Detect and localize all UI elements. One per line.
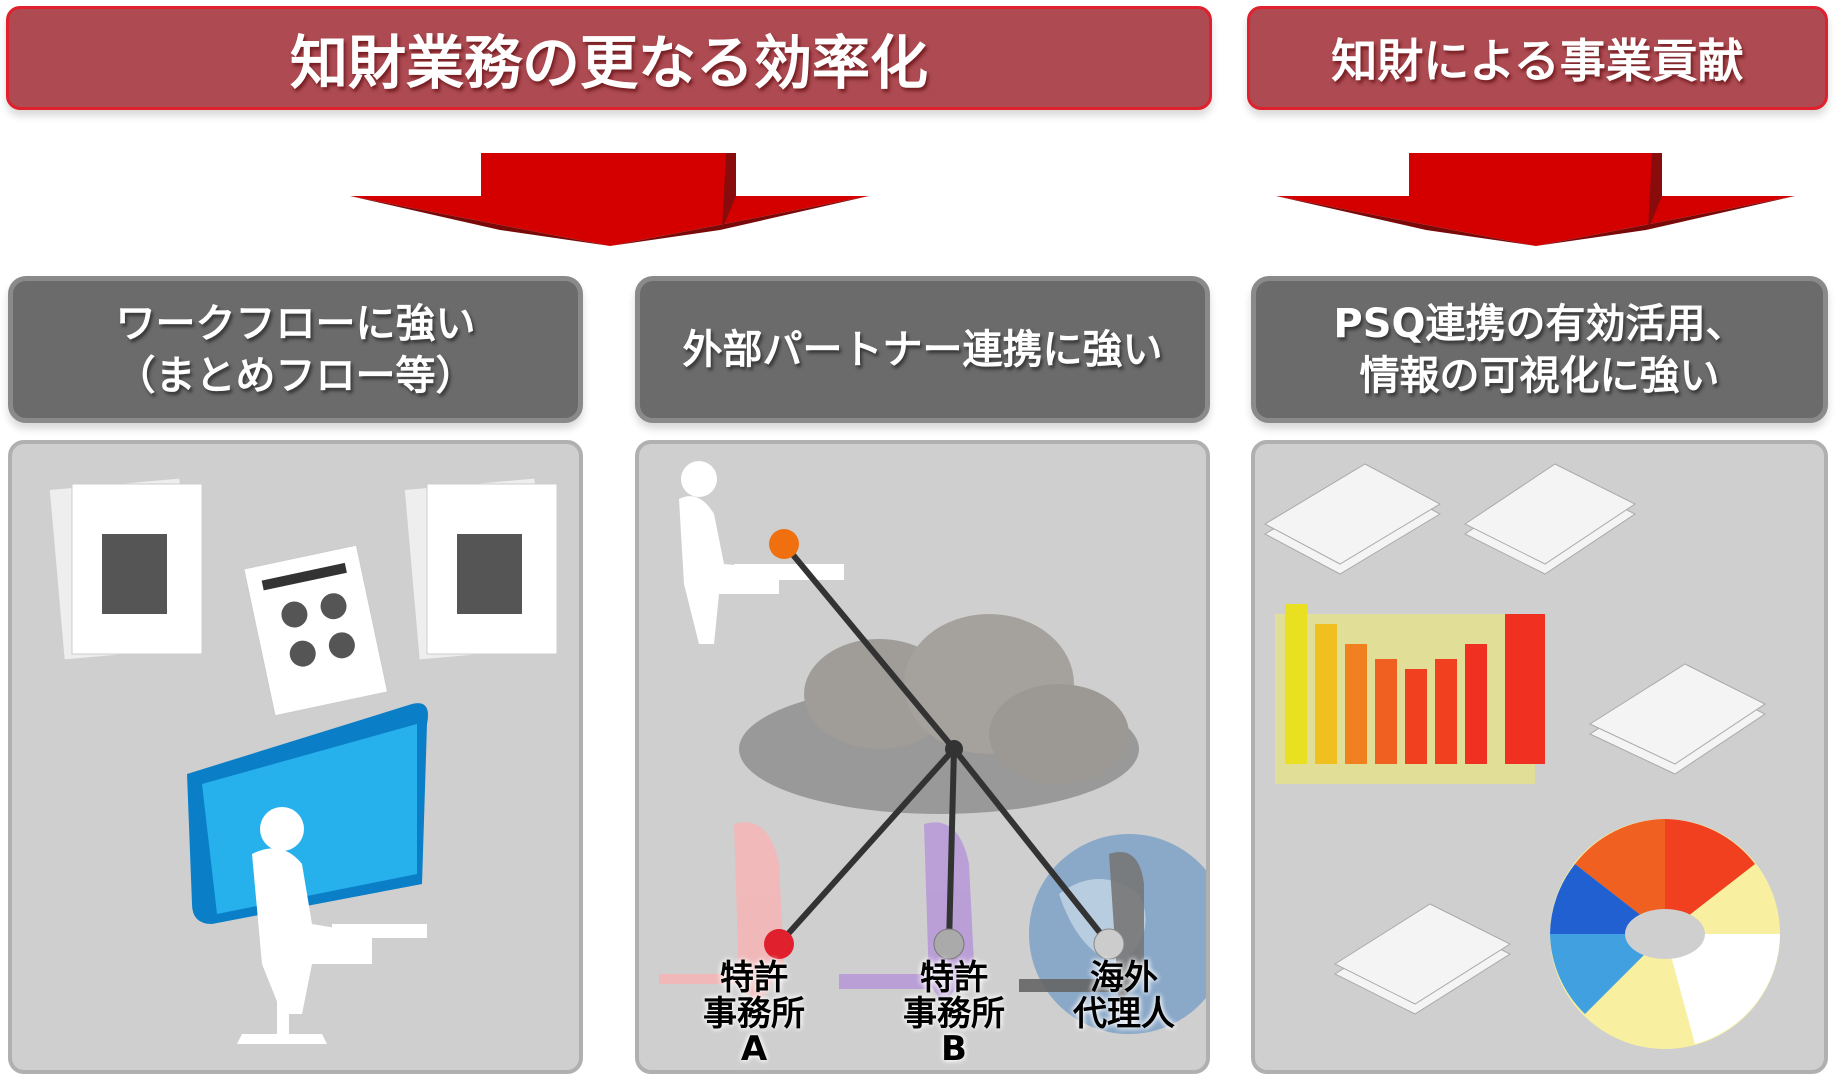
document-icon <box>404 478 558 660</box>
node-icon <box>933 928 965 960</box>
person-silhouette-icon <box>659 822 1144 1004</box>
node-icon <box>769 529 799 559</box>
cloud-icon <box>739 614 1139 814</box>
banner-text: 知財による事業貢献 <box>1331 34 1744 88</box>
down-arrow-icon <box>350 153 869 246</box>
person-at-desk-icon <box>679 461 844 644</box>
label-line: 海外 <box>1090 958 1158 998</box>
label-line: 特許 <box>920 958 988 998</box>
document-icon <box>49 478 203 660</box>
panel-workflow <box>8 440 583 1074</box>
person-at-desk-icon <box>237 807 427 1044</box>
label-line: A <box>740 1029 768 1070</box>
header-line: ワークフローに強い <box>115 300 476 347</box>
header-psq: PSQ連携の有効活用、情報の可視化に強い <box>1251 276 1828 423</box>
folder-icon <box>187 703 428 924</box>
header-partner: 外部パートナー連携に強い <box>635 276 1210 423</box>
node-icon <box>1093 928 1125 960</box>
label-line: B <box>941 1029 967 1070</box>
header-line: （まとめフロー等） <box>115 352 476 399</box>
header-line: PSQ連携の有効活用、 <box>1333 300 1746 347</box>
label-line: 代理人 <box>1073 993 1175 1034</box>
header-workflow: ワークフローに強い （まとめフロー等） <box>8 276 583 423</box>
report-icon <box>243 544 389 717</box>
banner-text: 知財業務の更なる効率化 <box>289 29 928 97</box>
panel-psq <box>1251 440 1828 1074</box>
node-label-overseas-agent: 海外代理人 <box>1054 958 1194 1034</box>
label-line: 特許 <box>720 958 788 998</box>
bar-chart-3d-icon <box>1275 604 1545 784</box>
hub-node-icon <box>945 740 963 758</box>
header-line: 外部パートナー連携に強い <box>682 326 1163 373</box>
down-arrow-icon <box>1276 153 1795 246</box>
label-line: 事務所 <box>703 993 805 1034</box>
banner-business-contribution: 知財による事業貢献 <box>1247 6 1828 110</box>
network-lines <box>776 542 1112 947</box>
label-line: 事務所 <box>903 993 1005 1034</box>
header-line: 情報の可視化に強い <box>1359 352 1720 399</box>
banner-ip-efficiency: 知財業務の更なる効率化 <box>6 6 1212 110</box>
pie-chart-3d-icon <box>1550 819 1780 1049</box>
node-icon <box>764 929 794 959</box>
newspaper-stack-icon <box>1263 463 1766 1015</box>
